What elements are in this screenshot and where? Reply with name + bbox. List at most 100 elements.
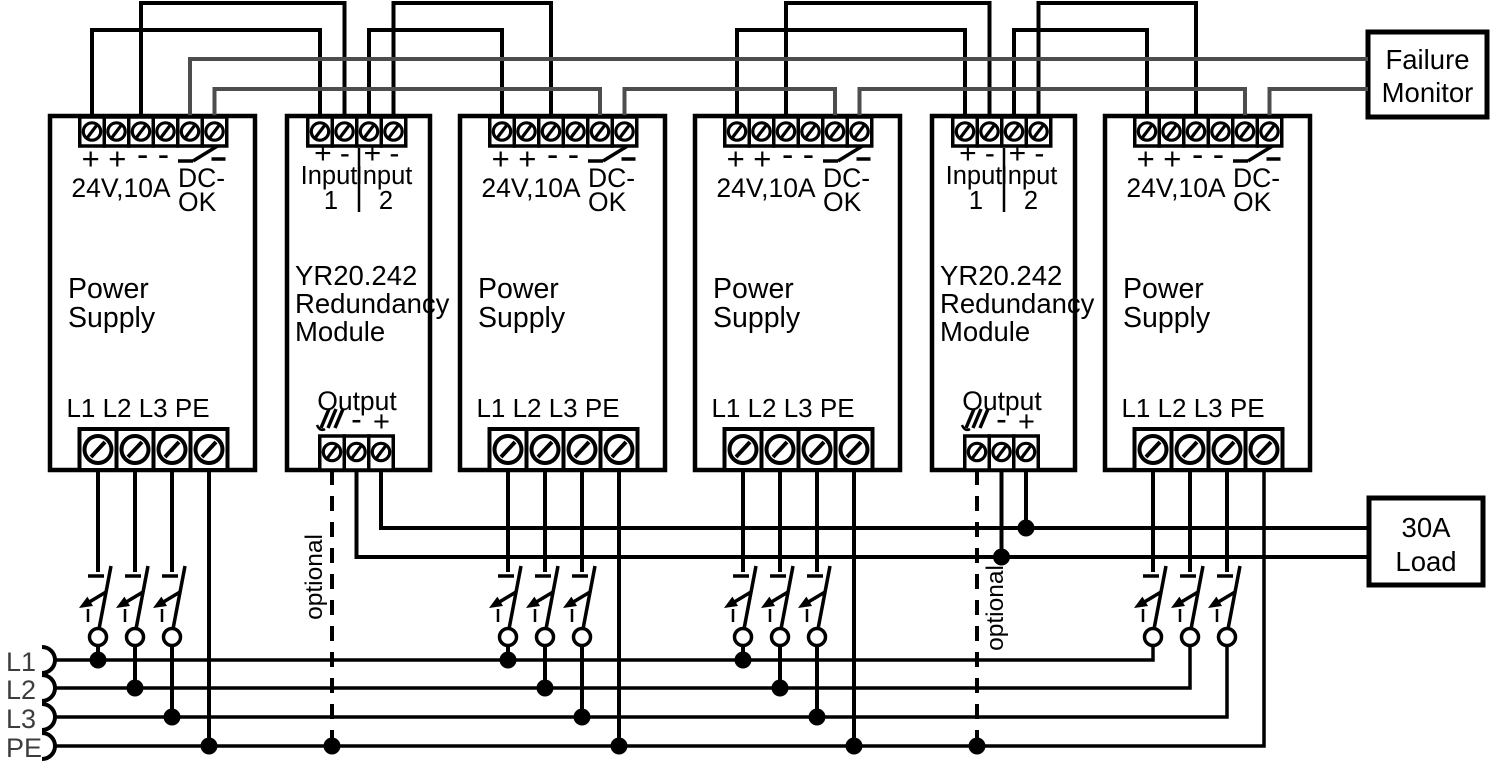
screw-terminal-icon bbox=[151, 427, 193, 472]
screw-slot bbox=[618, 123, 631, 140]
screw-slot bbox=[200, 440, 218, 459]
ps4-name-line1: Power bbox=[1123, 273, 1204, 305]
ps2-name-line1: Power bbox=[478, 273, 559, 305]
screw-terminal-icon bbox=[610, 115, 639, 148]
ps3-minus-terminal-label: - - bbox=[782, 136, 814, 174]
ps4-dcok-label-line2: OK bbox=[1233, 187, 1272, 217]
junction-dot bbox=[163, 708, 181, 726]
junction-dot bbox=[499, 651, 517, 669]
breaker-lever bbox=[171, 565, 187, 630]
breaker-moving-contact bbox=[1216, 626, 1238, 648]
failure-monitor-box bbox=[1365, 29, 1490, 120]
rm1-output-label: Output bbox=[317, 386, 397, 416]
screw-slot bbox=[983, 123, 996, 140]
breaker-trip-arrow-head bbox=[79, 596, 93, 608]
ps3-dcok-label-line2: OK bbox=[823, 187, 862, 217]
screw-slot bbox=[536, 440, 554, 459]
screw-terminal-icon bbox=[1157, 115, 1186, 148]
contact-blade bbox=[602, 144, 629, 163]
rm1-output-plus-label: + bbox=[373, 406, 390, 438]
ps3-plus-terminal-label: + + bbox=[727, 141, 772, 176]
screw-slot bbox=[779, 123, 793, 140]
ps1-dcok-label-line2: OK bbox=[178, 187, 217, 217]
rm2-model-line2: Redundancy bbox=[940, 288, 1095, 319]
rm1-optional-label: optional bbox=[301, 534, 328, 620]
screw-terminal-icon bbox=[1012, 434, 1040, 472]
failure-monitor-label-line2: Monitor bbox=[1382, 77, 1474, 108]
breaker-lever bbox=[742, 565, 758, 630]
signal-wire-ps1-dcok-to-failure-monitor bbox=[188, 57, 1368, 117]
bus-l2 bbox=[54, 645, 1192, 690]
screw-head bbox=[603, 434, 635, 465]
ps3-dcok-label-line1: DC- bbox=[823, 163, 870, 193]
bus-connector-icon bbox=[41, 645, 57, 675]
screw-slot bbox=[159, 123, 172, 140]
screw-terminal-icon bbox=[1206, 115, 1235, 148]
load-label-line2: Load bbox=[1395, 546, 1456, 577]
screw-head bbox=[130, 121, 152, 142]
screw-terminal-icon bbox=[833, 427, 875, 472]
screw-head bbox=[751, 121, 772, 142]
screw-slot bbox=[958, 123, 972, 140]
breaker-lever bbox=[1226, 565, 1242, 630]
screw-slot bbox=[374, 444, 388, 460]
rm2-input2-number: 2 bbox=[1024, 187, 1038, 215]
screw-terminal-icon bbox=[951, 115, 979, 148]
screw-head bbox=[491, 121, 513, 142]
bus-connector-icon bbox=[41, 702, 57, 732]
wire-rm2-input2-plus-to-ps4-plus bbox=[1012, 28, 1149, 117]
junction-dot bbox=[993, 548, 1010, 566]
ps1-dcok-label-line1: DC- bbox=[178, 163, 225, 193]
breaker-lever bbox=[779, 565, 795, 630]
breaker-trip-arrow-head bbox=[1134, 596, 1148, 608]
circuit-breaker-icon bbox=[526, 470, 560, 688]
screw-terminal-icon bbox=[524, 427, 566, 472]
rm2-model-line1: YR20.242 bbox=[940, 260, 1062, 291]
ps1-name-line2: Supply bbox=[68, 302, 156, 334]
breaker-trip-arrow-head bbox=[153, 596, 167, 608]
screw-slot bbox=[1007, 123, 1021, 140]
screw-head bbox=[156, 434, 188, 465]
breaker-lever bbox=[507, 565, 523, 630]
screw-terminal-icon bbox=[1169, 427, 1211, 472]
screw-terminal-icon bbox=[1024, 115, 1053, 148]
screw-slot bbox=[1165, 123, 1178, 140]
rm1-input1-label: Input bbox=[301, 162, 358, 190]
circuit-breaker-icon bbox=[79, 470, 113, 660]
rm1-model-line1: YR20.242 bbox=[295, 260, 417, 291]
breaker-lever bbox=[134, 565, 150, 630]
screw-slot bbox=[495, 123, 509, 140]
screw-slot bbox=[126, 440, 144, 459]
screw-head bbox=[1210, 121, 1231, 142]
screw-head bbox=[370, 441, 392, 463]
junction-dot bbox=[573, 708, 591, 726]
rm2-output-plus-label: + bbox=[1018, 406, 1035, 438]
screw-head bbox=[321, 441, 343, 463]
rm1-input1-polarity-label: + - bbox=[314, 137, 350, 170]
screw-head bbox=[849, 121, 870, 142]
screw-slot bbox=[828, 123, 842, 140]
breaker-trip-arrow-head bbox=[1171, 596, 1185, 608]
ps2-dcok-label-line2: OK bbox=[588, 187, 627, 217]
screw-terminal-icon bbox=[342, 434, 371, 472]
screw-head bbox=[358, 121, 380, 142]
screw-head bbox=[119, 434, 151, 465]
bus-label-l3: L3 bbox=[6, 704, 36, 734]
junction-dot bbox=[734, 651, 752, 669]
rm2-input2-label: Input bbox=[1001, 162, 1058, 190]
power-supply-4-box bbox=[1102, 113, 1313, 473]
circuit-breaker-icon bbox=[116, 470, 150, 688]
screw-head bbox=[1015, 441, 1037, 463]
screw-slot bbox=[771, 440, 789, 459]
breaker-moving-contact bbox=[161, 626, 183, 648]
screw-terminal-icon bbox=[1255, 115, 1284, 148]
breaker-lever bbox=[1189, 565, 1205, 630]
load-wire-plus bbox=[379, 470, 1369, 530]
screw-head bbox=[838, 434, 870, 465]
screw-terminal-icon bbox=[1231, 115, 1259, 148]
screw-slot bbox=[1255, 440, 1273, 459]
screw-head bbox=[1136, 121, 1158, 142]
ground-stroke bbox=[978, 408, 990, 429]
bus-label-l2: L2 bbox=[6, 675, 36, 705]
screw-slot bbox=[208, 123, 221, 140]
